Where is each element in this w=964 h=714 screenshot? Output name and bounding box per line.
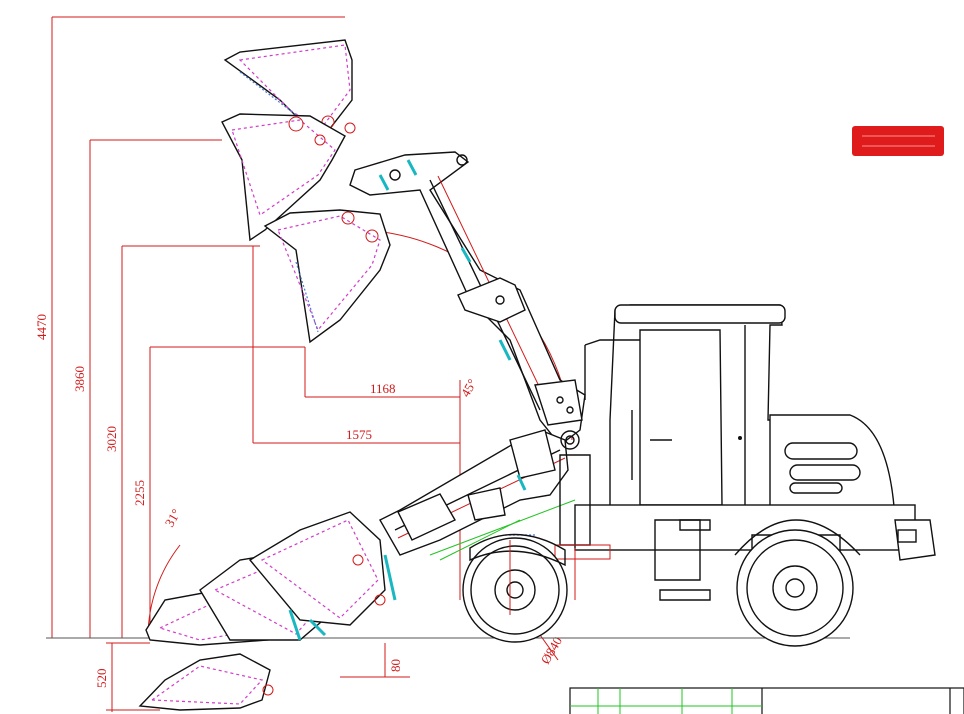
dim-2255: 2255: [132, 480, 147, 506]
angle-45: 45°: [458, 376, 480, 399]
boom-raised: [349, 151, 586, 446]
bucket-position-top: [223, 39, 356, 136]
dim-wheel-diameter: Ø840: [538, 634, 565, 667]
bucket-position-3020: [263, 209, 391, 344]
dim-1168: 1168: [370, 381, 396, 396]
dim-3020: 3020: [104, 426, 119, 452]
angle-31: 31°: [162, 506, 184, 529]
loader-chassis: [505, 304, 936, 601]
rear-wheel: [734, 519, 861, 647]
dim-80: 80: [388, 659, 403, 672]
boom-lowered: [379, 429, 580, 561]
dim-4470: 4470: [34, 314, 49, 340]
red-stamp: [852, 126, 944, 156]
front-wheel: [462, 533, 568, 643]
dim-1575: 1575: [346, 427, 372, 442]
title-block: [569, 687, 964, 714]
bucket-position-3860: [221, 113, 346, 242]
bucket-positions-lowered: [138, 511, 397, 711]
dim-3860: 3860: [72, 366, 87, 392]
dim-520: 520: [94, 669, 109, 689]
